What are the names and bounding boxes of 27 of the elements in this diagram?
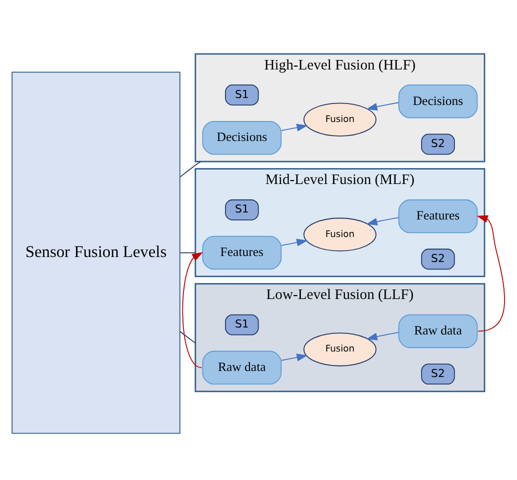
arrow	[182, 252, 203, 368]
node-box: Features	[202, 236, 282, 270]
node-box: Raw data	[202, 350, 282, 385]
arrow	[366, 332, 400, 340]
node-ellipse: Fusion	[303, 218, 376, 252]
node-box: S1	[225, 314, 259, 336]
arrow	[366, 217, 400, 226]
node-box: S2	[421, 248, 455, 270]
connector	[180, 252, 196, 254]
node-box: Features	[398, 199, 478, 234]
node-box: S1	[225, 199, 259, 220]
arrow	[476, 215, 505, 332]
node-box: Decisions	[398, 84, 478, 118]
node-box: S2	[421, 134, 455, 155]
arrow	[280, 354, 308, 362]
connector	[180, 331, 196, 344]
node-box: Sensor Fusion Levels	[12, 72, 180, 434]
arrow	[366, 102, 400, 111]
node-ellipse: Fusion	[303, 332, 376, 366]
connector	[180, 161, 201, 178]
arrow	[280, 238, 308, 246]
node-ellipse: Fusion	[303, 102, 376, 136]
node-box: Decisions	[202, 120, 282, 155]
node-box: Raw data	[398, 314, 478, 348]
node-box: S1	[225, 84, 259, 106]
node-box: S2	[421, 364, 455, 385]
arrow	[280, 124, 308, 132]
